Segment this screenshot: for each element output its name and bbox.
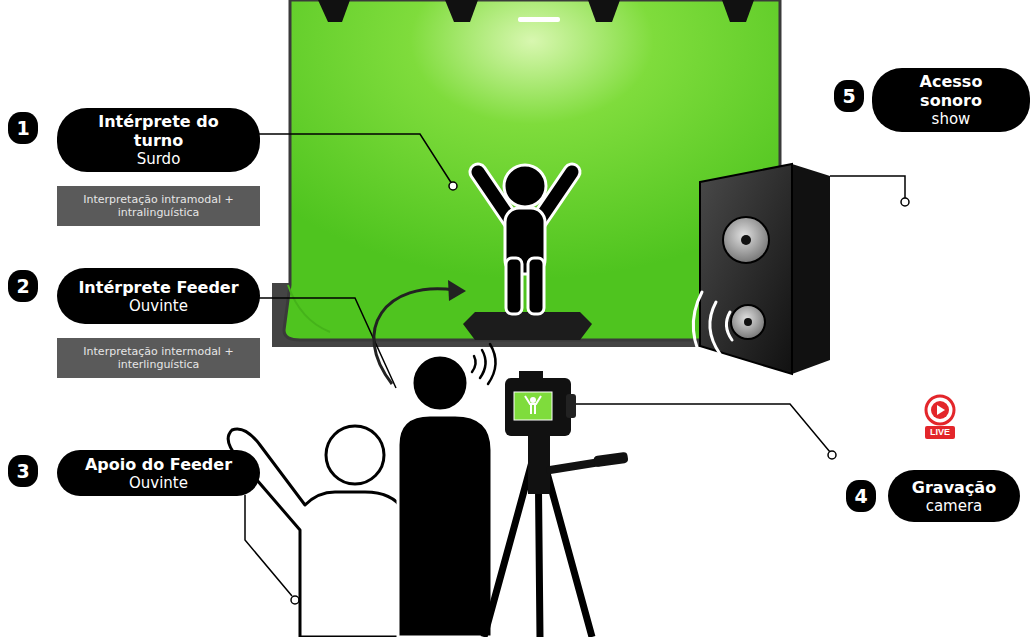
label-pill: Gravaçãocamera (888, 470, 1020, 522)
speaker-cone (731, 305, 765, 339)
arrow-head (448, 280, 466, 301)
screen-curve (288, 285, 330, 332)
node-title: Intérprete do turno (71, 112, 246, 150)
leader-dot (901, 198, 909, 206)
stage-platform (463, 312, 592, 340)
speaker-cap (741, 235, 751, 245)
node-title: Gravação (912, 478, 996, 497)
leader-dot (291, 596, 299, 604)
live-icon (931, 401, 949, 419)
node-subtitle: show (932, 110, 971, 128)
label-pill: Intérprete FeederOuvinte (57, 268, 260, 324)
node-subtitle: Ouvinte (129, 297, 188, 315)
leader-dot (828, 451, 836, 459)
callout-number: 1 (8, 112, 38, 144)
callout-number: 3 (8, 455, 38, 487)
camera-tripod (484, 371, 629, 637)
studio-lights (318, 0, 754, 22)
node-title: Apoio do Feeder (85, 455, 232, 474)
node-subtitle: Surdo (137, 150, 181, 168)
play-symbol (937, 405, 945, 415)
sound-waves (693, 292, 732, 370)
speaker-front (700, 164, 792, 374)
node-title: Interpretação intermodal + interlinguíst… (67, 345, 250, 371)
label-pill: Apoio do FeederOuvinte (57, 450, 260, 496)
live-badge: LIVE (925, 426, 955, 439)
speaker-cone (723, 217, 769, 263)
callout-number: 5 (834, 80, 864, 112)
callout-number: 2 (8, 270, 38, 302)
label-pill: Acesso sonoroshow (872, 68, 1030, 132)
node-subtitle: Ouvinte (129, 474, 188, 492)
live-icon (926, 396, 954, 424)
node-title: Interpretação intramodal + intralinguíst… (67, 193, 250, 219)
label-pill: Intérprete do turnoSurdo (57, 108, 260, 172)
voice-waves (472, 344, 496, 384)
node-title: Intérprete Feeder (78, 278, 238, 297)
support-figure (228, 426, 410, 637)
note-box: Interpretação intramodal + intralinguíst… (57, 186, 260, 226)
feeder-figure (398, 355, 492, 637)
deaf-interpreter-figure (478, 165, 572, 314)
node-title: Acesso sonoro (886, 72, 1016, 110)
speaker-cap (744, 318, 752, 326)
light-strip (518, 17, 560, 22)
speaker-side (700, 164, 830, 374)
leader-line (576, 404, 830, 452)
leader-dot (449, 182, 457, 190)
note-box: Interpretação intermodal + interlinguíst… (57, 338, 260, 378)
node-subtitle: camera (926, 497, 983, 515)
callout-number: 4 (846, 480, 876, 512)
leader-line (830, 176, 905, 200)
leader-line (258, 134, 452, 184)
